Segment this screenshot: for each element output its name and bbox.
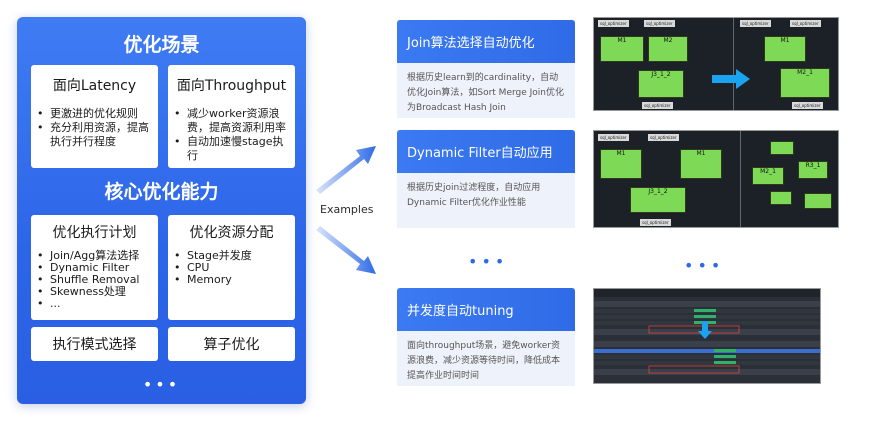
arrow-down-icon [316,226,376,274]
case-card-2: Dynamic Filter自动应用 根据历史join过滤程度，自动应用Dyna… [397,130,575,228]
graph-node: M1 [600,36,644,62]
throughput-list: 减少worker资源浪费，提高资源利用率 自动加速慢stage执行 [174,107,292,163]
node-tag: sql_optimizer [740,20,771,27]
case-desc: 根据历史join过滤程度，自动应用Dynamic Filter优化作业性能 [397,173,575,228]
list-item: 减少worker资源浪费，提高资源利用率 [174,107,292,135]
list-item: Dynamic Filter [37,262,157,275]
list-item: Stage并发度 [174,250,292,263]
middle-more-dots: ••• [468,252,509,271]
list-item: CPU [174,262,292,275]
case-title: Dynamic Filter自动应用 [397,130,575,173]
arrow-right-icon [712,69,750,89]
node-tag: sql_optimizer [644,20,675,27]
node-tag: sql_optimizer [790,20,821,27]
resource-list: Stage并发度 CPU Memory [174,250,292,287]
list-item: Memory [174,274,292,287]
optimization-panel: 优化场景 面向Latency 更激进的优化规则 充分利用资源，提高执行并行程度 … [17,17,306,404]
graph-node: M1 [600,149,642,179]
throughput-card: 面向Throughput 减少worker资源浪费，提高资源利用率 自动加速慢s… [168,65,295,168]
arrow-up-icon [316,146,376,194]
list-item: 更激进的优化规则 [37,107,155,121]
mode-card: 执行模式选择 [31,327,158,361]
graph-node: M1 [764,36,806,62]
plan-card: 优化执行计划 Join/Agg算法选择 Dynamic Filter Shuff… [31,215,158,320]
examples-arrows [316,146,376,274]
graph-node [804,193,832,209]
graph-node: M2_1 [752,167,784,185]
node-tag: sql_optimizer [640,219,671,226]
panel-more-dots: ••• [142,375,181,394]
graph-node: R3_1 [798,161,828,179]
screenshot-dynamic-filter: sql_optimizer sql_optimizer M1 M1 J3_1_2… [593,130,839,228]
right-more-dots: ••• [684,256,725,275]
latency-card: 面向Latency 更激进的优化规则 充分利用资源，提高执行并行程度 [31,65,158,168]
graph-node: M2_1 [780,68,830,98]
throughput-card-title: 面向Throughput [176,78,287,94]
graph-node [770,141,794,155]
node-tag: sql_optimizer [648,134,679,141]
list-item: Shuffle Removal [37,274,157,287]
divider [740,131,741,227]
divider [733,18,734,110]
core-title: 核心优化能力 [104,181,219,203]
graph-node: J3_1_2 [630,187,686,213]
case-desc: 面向throughput场景，避免worker资源浪费，减少资源等待时间，降低成… [397,331,575,386]
plan-list: Join/Agg算法选择 Dynamic Filter Shuffle Remo… [37,250,157,311]
graph-node: J3_1_2 [638,70,684,98]
graph-node [770,191,792,205]
screenshot-parallelism [593,288,821,384]
table-preview [594,289,820,375]
list-item: Skewness处理 [37,286,157,299]
case-card-3: 并发度自动tuning 面向throughput场景，避免worker资源浪费，… [397,288,575,386]
case-title: 并发度自动tuning [397,288,575,331]
examples-label: Examples [320,203,374,216]
resource-card-title: 优化资源分配 [189,225,274,241]
resource-card: 优化资源分配 Stage并发度 CPU Memory [168,215,295,320]
latency-card-title: 面向Latency [52,78,137,94]
node-tag: sql_optimizer [598,20,629,27]
case-title: Join算法选择自动优化 [397,20,575,63]
case-desc: 根据历史learn到的cardinality，自动优化Join算法，如Sort … [397,63,575,118]
list-item: ... [37,298,157,311]
arrow-down-icon [698,321,712,339]
node-tag: sql_optimizer [792,102,823,109]
list-item: 充分利用资源，提高执行并行程度 [37,121,155,149]
screenshot-join-plan: sql_optimizer sql_optimizer M1 M2 J3_1_2… [593,17,839,111]
case-card-1: Join算法选择自动优化 根据历史learn到的cardinality，自动优化… [397,20,575,118]
list-item: Join/Agg算法选择 [37,250,157,263]
operator-card: 算子优化 [168,327,295,361]
list-item: 自动加速慢stage执行 [174,135,292,163]
node-tag: sql_optimizer [598,134,629,141]
plan-card-title: 优化执行计划 [52,225,137,241]
panel-title: 优化场景 [123,34,200,56]
node-tag: sql_optimizer [642,102,673,109]
graph-node: M1 [680,149,722,179]
graph-node: M2 [648,36,688,62]
latency-list: 更激进的优化规则 充分利用资源，提高执行并行程度 [37,107,155,149]
